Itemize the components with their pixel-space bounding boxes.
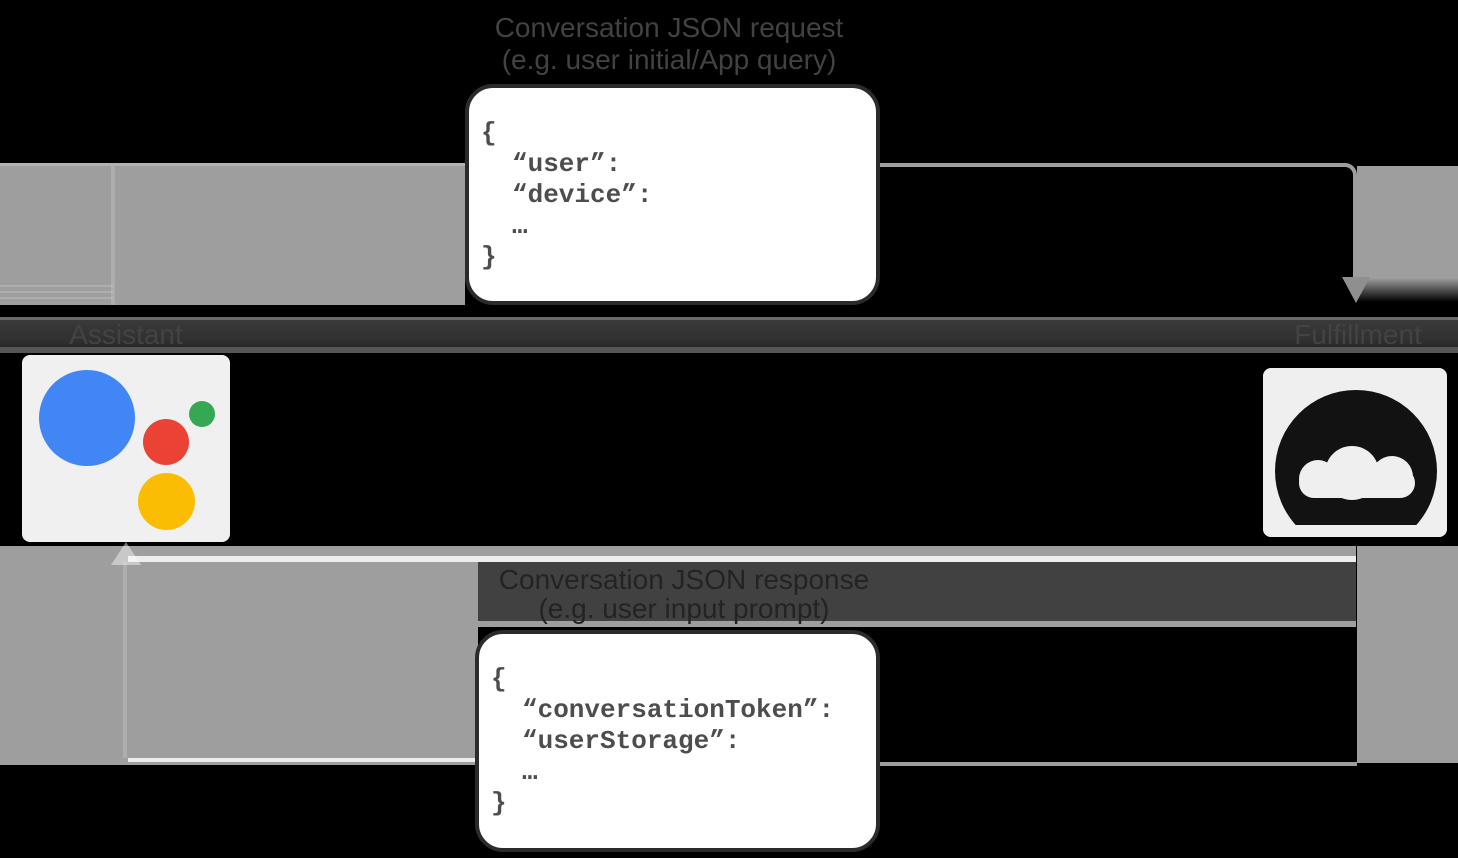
response-json-code: { “conversationToken”:“userStorage”:…} [491,664,868,819]
code-line: “conversationToken”: [522,695,835,725]
request-caption-line1: Conversation JSON request [494,12,844,43]
fulfillment-label: Fulfillment [1294,319,1422,350]
code-line: { [481,118,497,148]
response-band-highlight [128,556,1356,562]
band-strip [478,621,1356,627]
node-label-band [0,317,1458,353]
arrow-up-icon [111,542,141,565]
code-line: “device”: [512,180,653,210]
request-arrow-band-left [0,163,465,305]
assistant-yellow-circle [138,473,195,530]
request-caption-line2: (e.g. user initial/App query) [501,44,837,75]
request-arrow-band-right [1357,166,1458,278]
band-edge [0,163,465,166]
assistant-blue-circle [39,370,135,466]
response-arrow-band-right [1357,546,1458,763]
band-fade [1357,278,1458,302]
response-caption-line1: Conversation JSON response [498,564,870,595]
code-line: } [481,242,497,272]
google-assistant-icon [22,355,230,542]
request-json-code: { “user”:“device”:…} [481,118,868,273]
response-caption-band [478,562,1356,621]
code-line: … [522,757,538,787]
request-json-box: { “user”:“device”:…} [465,84,880,305]
band-strip [478,546,1356,556]
request-arrow-shaft [111,166,115,305]
code-line: “userStorage”: [522,726,741,756]
response-arrow-line-right [880,762,1357,766]
response-arrow-shaft [123,562,127,758]
response-caption-line2: (e.g. user input prompt) [538,593,830,624]
cloud-flat-bottom [1263,525,1447,537]
request-arrow-line [880,163,1357,278]
arrow-down-icon [1342,277,1370,303]
assistant-red-circle [143,419,189,465]
response-arrow-line-left [128,758,478,762]
cloud-glyph [1299,446,1415,500]
google-cloud-icon [1263,368,1447,537]
assistant-green-circle [189,401,215,427]
response-json-box: { “conversationToken”:“userStorage”:…} [475,630,880,852]
band-stripes [0,281,113,303]
assistant-label: Assistant [69,319,183,350]
code-line: { [491,664,507,694]
code-line: } [491,788,507,818]
response-arrow-band-left [0,546,478,765]
code-line: … [512,211,528,241]
code-line: “user”: [512,149,622,179]
